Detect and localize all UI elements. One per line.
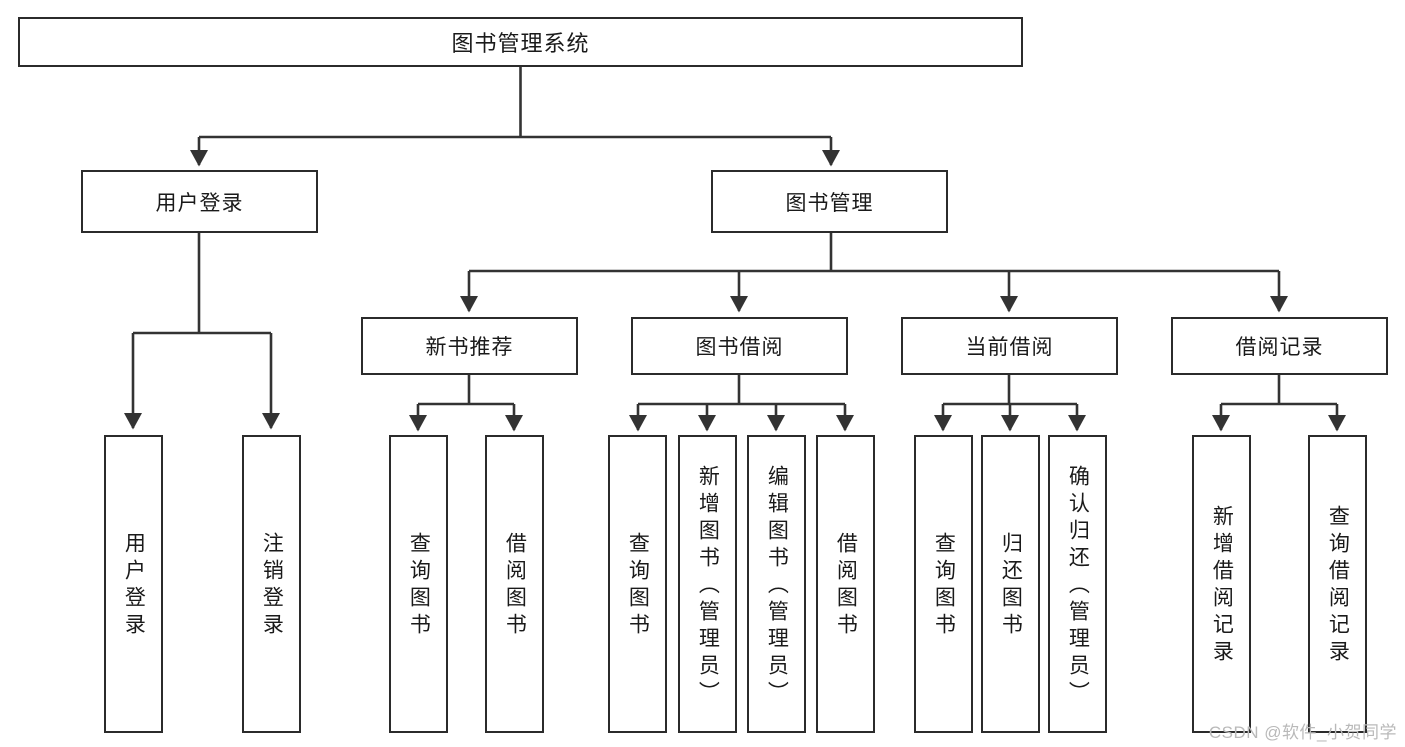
- node-label: 借阅图书: [834, 532, 858, 640]
- node-label: 编辑图书（管理员）: [765, 464, 789, 708]
- node-leaf-user-logout[interactable]: 注销登录: [242, 435, 301, 733]
- node-label: 借阅记录: [1235, 336, 1324, 359]
- node-leaf-query-borrow-record[interactable]: 查询借阅记录: [1308, 435, 1367, 733]
- node-leaf-borrow-book[interactable]: 借阅图书: [816, 435, 875, 733]
- node-leaf-query-book-borrow[interactable]: 查询图书: [608, 435, 667, 733]
- node-current-borrow[interactable]: 当前借阅: [901, 317, 1118, 375]
- node-label: 查询借阅记录: [1326, 505, 1350, 667]
- node-label: 新书推荐: [425, 336, 514, 359]
- node-label: 注销登录: [260, 532, 284, 640]
- node-leaf-edit-book-admin[interactable]: 编辑图书（管理员）: [747, 435, 806, 733]
- node-label: 归还图书: [999, 532, 1023, 640]
- node-label: 图书管理: [785, 191, 874, 215]
- node-book-borrow[interactable]: 图书借阅: [631, 317, 848, 375]
- node-borrow-record[interactable]: 借阅记录: [1171, 317, 1388, 375]
- node-leaf-query-book-current[interactable]: 查询图书: [914, 435, 973, 733]
- node-root-book-management-system[interactable]: 图书管理系统: [18, 17, 1023, 67]
- node-label: 用户登录: [155, 191, 244, 215]
- node-label: 图书管理系统: [451, 31, 590, 56]
- node-leaf-return-book[interactable]: 归还图书: [981, 435, 1040, 733]
- node-new-book-recommend[interactable]: 新书推荐: [361, 317, 578, 375]
- node-leaf-borrow-book-recommend[interactable]: 借阅图书: [485, 435, 544, 733]
- node-label: 查询图书: [932, 532, 956, 640]
- node-label: 借阅图书: [503, 532, 527, 640]
- node-label: 查询图书: [626, 532, 650, 640]
- node-leaf-query-book-recommend[interactable]: 查询图书: [389, 435, 448, 733]
- node-leaf-confirm-return-admin[interactable]: 确认归还（管理员）: [1048, 435, 1107, 733]
- node-label: 确认归还（管理员）: [1066, 464, 1090, 708]
- node-label: 新增借阅记录: [1210, 505, 1234, 667]
- node-user-login[interactable]: 用户登录: [81, 170, 318, 233]
- node-leaf-user-login[interactable]: 用户登录: [104, 435, 163, 733]
- node-label: 当前借阅: [965, 336, 1054, 359]
- node-label: 图书借阅: [695, 336, 784, 359]
- node-label: 新增图书（管理员）: [696, 464, 720, 708]
- node-book-management[interactable]: 图书管理: [711, 170, 948, 233]
- node-label: 用户登录: [122, 532, 146, 640]
- node-leaf-add-borrow-record[interactable]: 新增借阅记录: [1192, 435, 1251, 733]
- node-leaf-add-book-admin[interactable]: 新增图书（管理员）: [678, 435, 737, 733]
- csdn-watermark: CSDN @软件_小贺同学: [1208, 723, 1397, 742]
- node-label: 查询图书: [407, 532, 431, 640]
